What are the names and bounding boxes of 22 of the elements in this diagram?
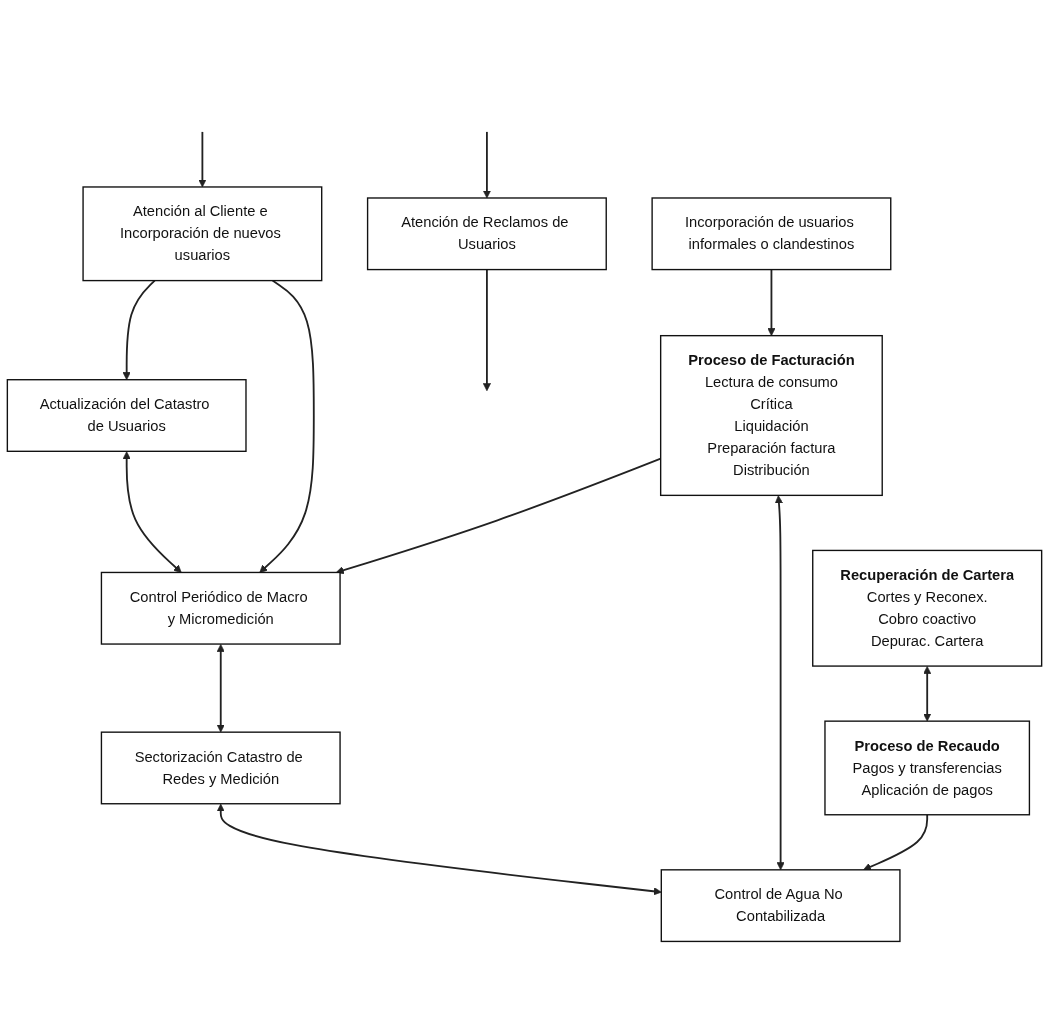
node-box: Actualización del Catastro de Usuarios bbox=[6, 378, 247, 452]
arrow bbox=[259, 279, 315, 573]
node-box: Proceso de Facturación Lectura de consumo Crítica Liquidación Preparación factura Distribución bbox=[659, 334, 883, 496]
arrow bbox=[482, 130, 491, 198]
arrow bbox=[863, 813, 929, 871]
arrow bbox=[122, 279, 156, 380]
node-box: Proceso de Recaudo Pagos y transferencias Aplicación de pagos bbox=[824, 720, 1031, 816]
arrow bbox=[482, 268, 491, 391]
arrow bbox=[198, 130, 207, 187]
node-box: Atención de Reclamos de Usuarios bbox=[366, 196, 607, 270]
arrow bbox=[767, 268, 776, 336]
arrow bbox=[122, 450, 182, 573]
node-box: Recuperación de Cartera Cortes y Reconex. Cobro coactivo Depurac. Cartera bbox=[812, 549, 1043, 667]
arrow bbox=[216, 643, 225, 733]
arrow bbox=[923, 665, 932, 722]
node-box: Atención al Cliente e Incorporación de nuevos usuarios bbox=[82, 185, 323, 281]
node-box: Control Periódico de Macro y Micromedición bbox=[100, 571, 341, 645]
arrow bbox=[216, 803, 662, 895]
node-box: Incorporación de usuarios informales o clandestinos bbox=[651, 196, 892, 270]
node-box: Sectorización Catastro de Redes y Medición bbox=[100, 731, 341, 805]
node-box: Control de Agua No Contabilizada bbox=[660, 868, 901, 942]
arrow bbox=[774, 494, 785, 870]
